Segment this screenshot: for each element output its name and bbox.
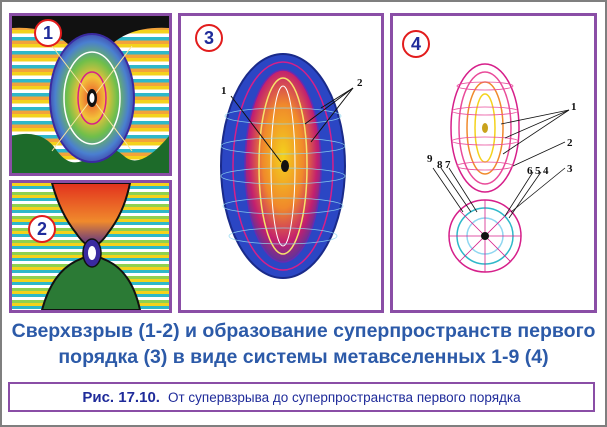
panel-4-label-5: 5: [535, 165, 541, 177]
superexplosion-2-illustration: [12, 183, 169, 310]
metauniverse-system-illustration: 1 2 3 4 5 6 7 8 9: [427, 63, 577, 273]
figure-caption: Сверхвзрыв (1-2) и образование суперпрос…: [10, 318, 597, 370]
panel-3-label-2: 2: [357, 77, 363, 89]
panel-2-badge: 2: [28, 215, 56, 243]
panel-4-label-7: 7: [445, 159, 451, 171]
figure-title: От супервзрыва до суперпространства перв…: [167, 389, 521, 405]
panel-superexplosion-2: 2: [9, 180, 172, 313]
panel-metauniverse-system: 1 2 3 4 5 6 7 8 9 4: [390, 13, 597, 313]
panel-4-label-8: 8: [437, 159, 443, 171]
panel-4-label-2: 2: [567, 137, 573, 149]
panel-4-label-9: 9: [427, 153, 433, 165]
panel-4-label-4: 4: [543, 165, 549, 177]
superspace-illustration: 1 2: [220, 53, 363, 279]
figure-number: Рис. 17.10.: [82, 388, 160, 406]
panel-3-badge: 3: [195, 24, 223, 52]
caption-line-1: Сверхвзрыв (1-2) и образование суперпрос…: [11, 320, 596, 342]
caption-line-2: порядка (3) в виде системы метавселенных…: [58, 346, 549, 368]
panel-4-label-1: 1: [571, 101, 577, 113]
panel-superexplosion-1: 1: [9, 13, 172, 176]
panel-1-badge: 1: [34, 19, 62, 47]
panel-4-label-3: 3: [567, 163, 573, 175]
panel-4-badge: 4: [402, 30, 430, 58]
panel-4-label-6: 6: [527, 165, 533, 177]
panel-3-label-1: 1: [221, 85, 227, 97]
figure-title-bar: Рис. 17.10. От супервзрыва до суперпрост…: [8, 382, 595, 412]
panel-superspace: 1 2 3: [178, 13, 384, 313]
